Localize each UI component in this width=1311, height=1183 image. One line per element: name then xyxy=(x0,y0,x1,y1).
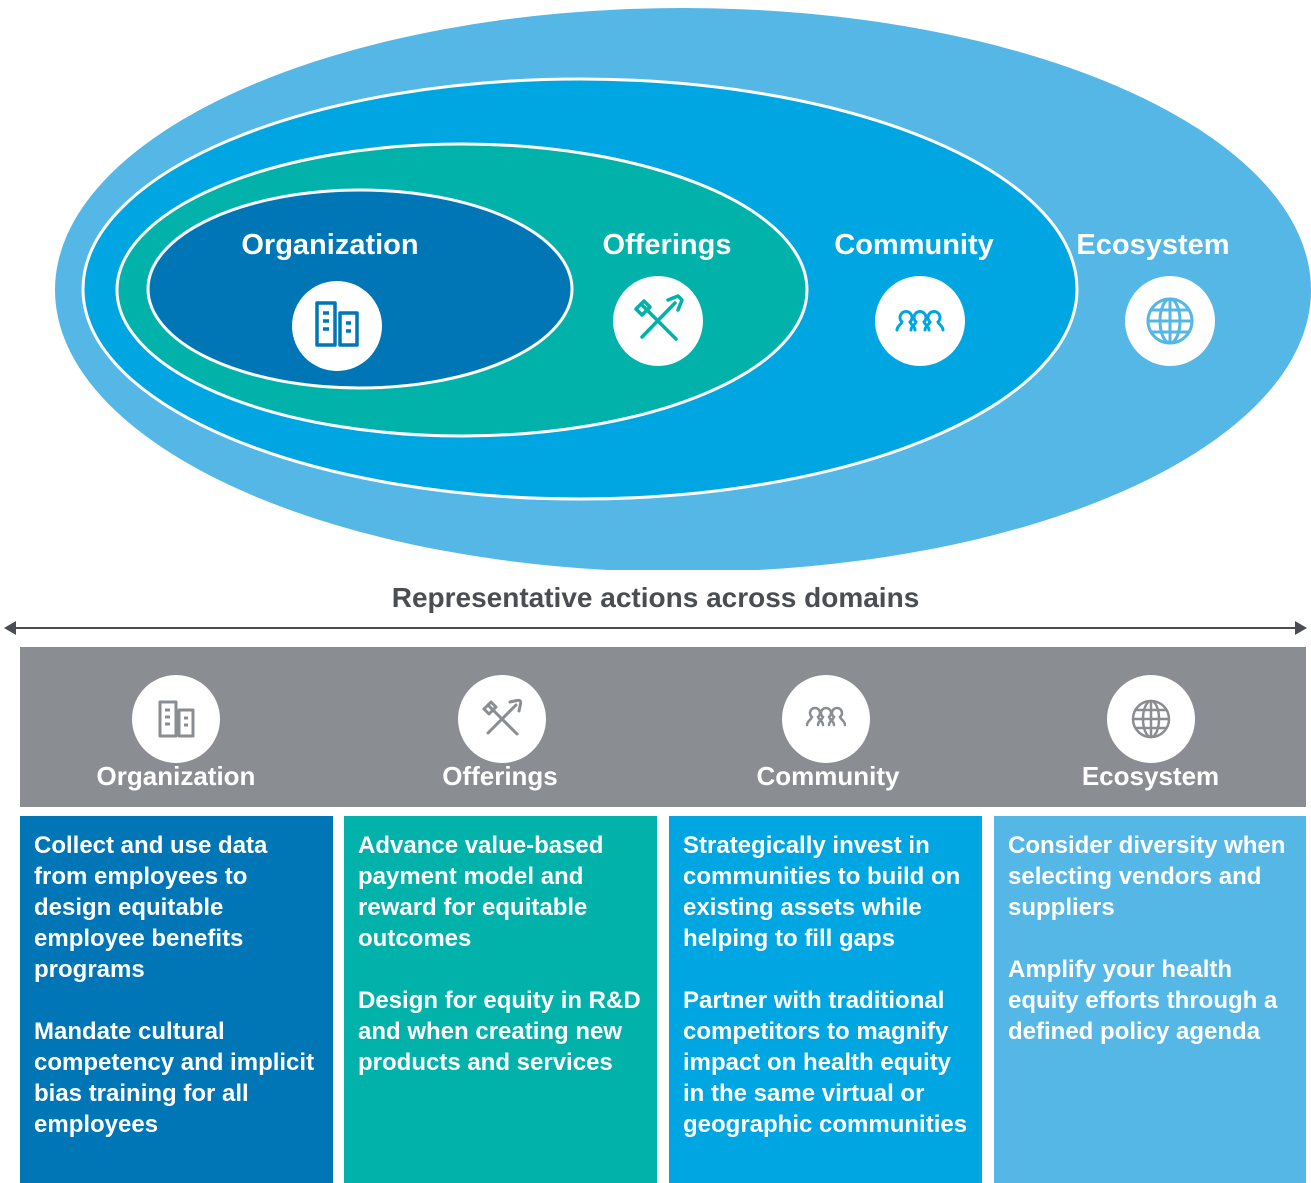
community-label: Community xyxy=(834,229,994,261)
people-icon xyxy=(806,706,846,727)
header-label: Organization xyxy=(96,761,256,791)
domains-diagram: Organization Offerings Community Ecosyst… xyxy=(55,8,1311,570)
action-item: Design for equity in R&D and when creati… xyxy=(358,987,641,1076)
header-label: Offerings xyxy=(442,761,558,791)
organization-label: Organization xyxy=(241,229,418,261)
action-item: Strategically invest in communities to b… xyxy=(683,832,961,952)
globe-icon xyxy=(1125,276,1215,366)
offerings-label: Offerings xyxy=(603,229,732,261)
header-community: Community xyxy=(668,647,988,807)
people-icon xyxy=(875,276,965,366)
action-item: Amplify your health equity efforts throu… xyxy=(1008,956,1278,1045)
tools-icon xyxy=(482,699,522,736)
double-arrow xyxy=(4,621,1307,635)
domains-header-band: Organization Offerings Community xyxy=(20,647,1306,807)
action-item: Collect and use data from employees to d… xyxy=(34,832,268,983)
community-actions-card: Strategically invest in communities to b… xyxy=(669,816,982,1183)
action-item: Advance value-based payment model and re… xyxy=(358,832,604,952)
tools-icon xyxy=(613,276,703,366)
header-organization: Organization xyxy=(20,647,332,807)
building-icon xyxy=(292,281,382,371)
action-item: Mandate cultural competency and implicit… xyxy=(34,1018,315,1138)
globe-icon xyxy=(1131,699,1171,739)
action-item: Consider diversity when selecting vendor… xyxy=(1008,832,1286,921)
header-label: Ecosystem xyxy=(1081,761,1220,791)
building-icon xyxy=(158,700,195,738)
actions-heading: Representative actions across domains xyxy=(391,582,920,613)
ecosystem-label: Ecosystem xyxy=(1076,229,1229,261)
organization-actions-card: Collect and use data from employees to d… xyxy=(20,816,333,1183)
header-offerings: Offerings xyxy=(344,647,656,807)
header-label: Community xyxy=(756,761,900,791)
action-item: Partner with traditional competitors to … xyxy=(683,987,968,1138)
offerings-actions-card: Advance value-based payment model and re… xyxy=(344,816,657,1183)
header-ecosystem: Ecosystem xyxy=(995,647,1306,807)
ecosystem-actions-card: Consider diversity when selecting vendor… xyxy=(994,816,1306,1183)
